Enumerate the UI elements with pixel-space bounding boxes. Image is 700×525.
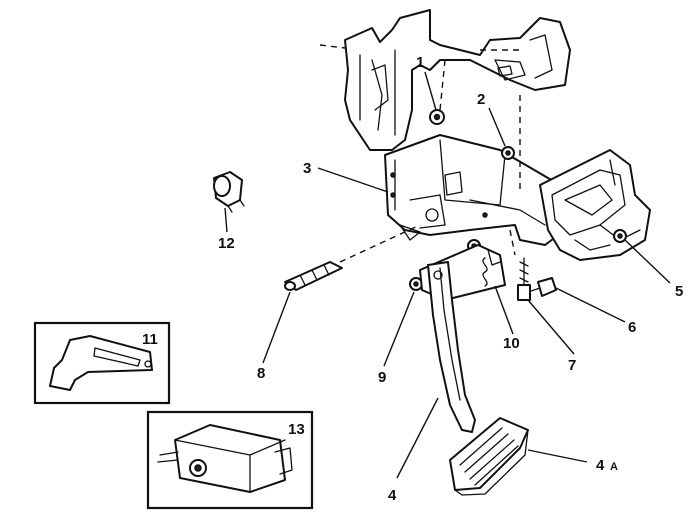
callout-8: 8 bbox=[257, 365, 265, 382]
callout-7: 7 bbox=[568, 357, 576, 374]
right-support-bracket bbox=[539, 149, 651, 261]
callout-3: 3 bbox=[303, 160, 311, 177]
callout-9: 9 bbox=[378, 369, 386, 386]
bushing-part bbox=[213, 171, 245, 213]
callout-12: 12 bbox=[218, 235, 235, 252]
leader-lines bbox=[224, 71, 671, 479]
callout-13: 13 bbox=[288, 421, 305, 438]
callout-10: 10 bbox=[503, 335, 520, 352]
bolt-6-icon bbox=[537, 277, 557, 297]
brake-pedal-pad bbox=[449, 417, 529, 496]
inset-11 bbox=[33, 321, 171, 405]
brake-pedal bbox=[427, 261, 476, 433]
callout-labels: 1 2 3 4 4 A 5 6 7 8 9 10 11 12 13 bbox=[142, 54, 683, 504]
pivot-pin bbox=[284, 261, 343, 291]
callout-4a: 4 bbox=[596, 457, 605, 474]
callout-5: 5 bbox=[675, 283, 683, 300]
return-spring-icon bbox=[482, 257, 488, 287]
callout-1: 1 bbox=[416, 54, 424, 71]
callout-4a-suffix: A bbox=[610, 461, 618, 473]
bolt-7-icon bbox=[517, 284, 531, 301]
callout-4: 4 bbox=[388, 487, 397, 504]
inset-13 bbox=[146, 410, 314, 510]
firewall-structure bbox=[319, 9, 571, 151]
callout-11: 11 bbox=[142, 331, 158, 348]
callout-6: 6 bbox=[628, 319, 636, 336]
callout-2: 2 bbox=[477, 91, 485, 108]
